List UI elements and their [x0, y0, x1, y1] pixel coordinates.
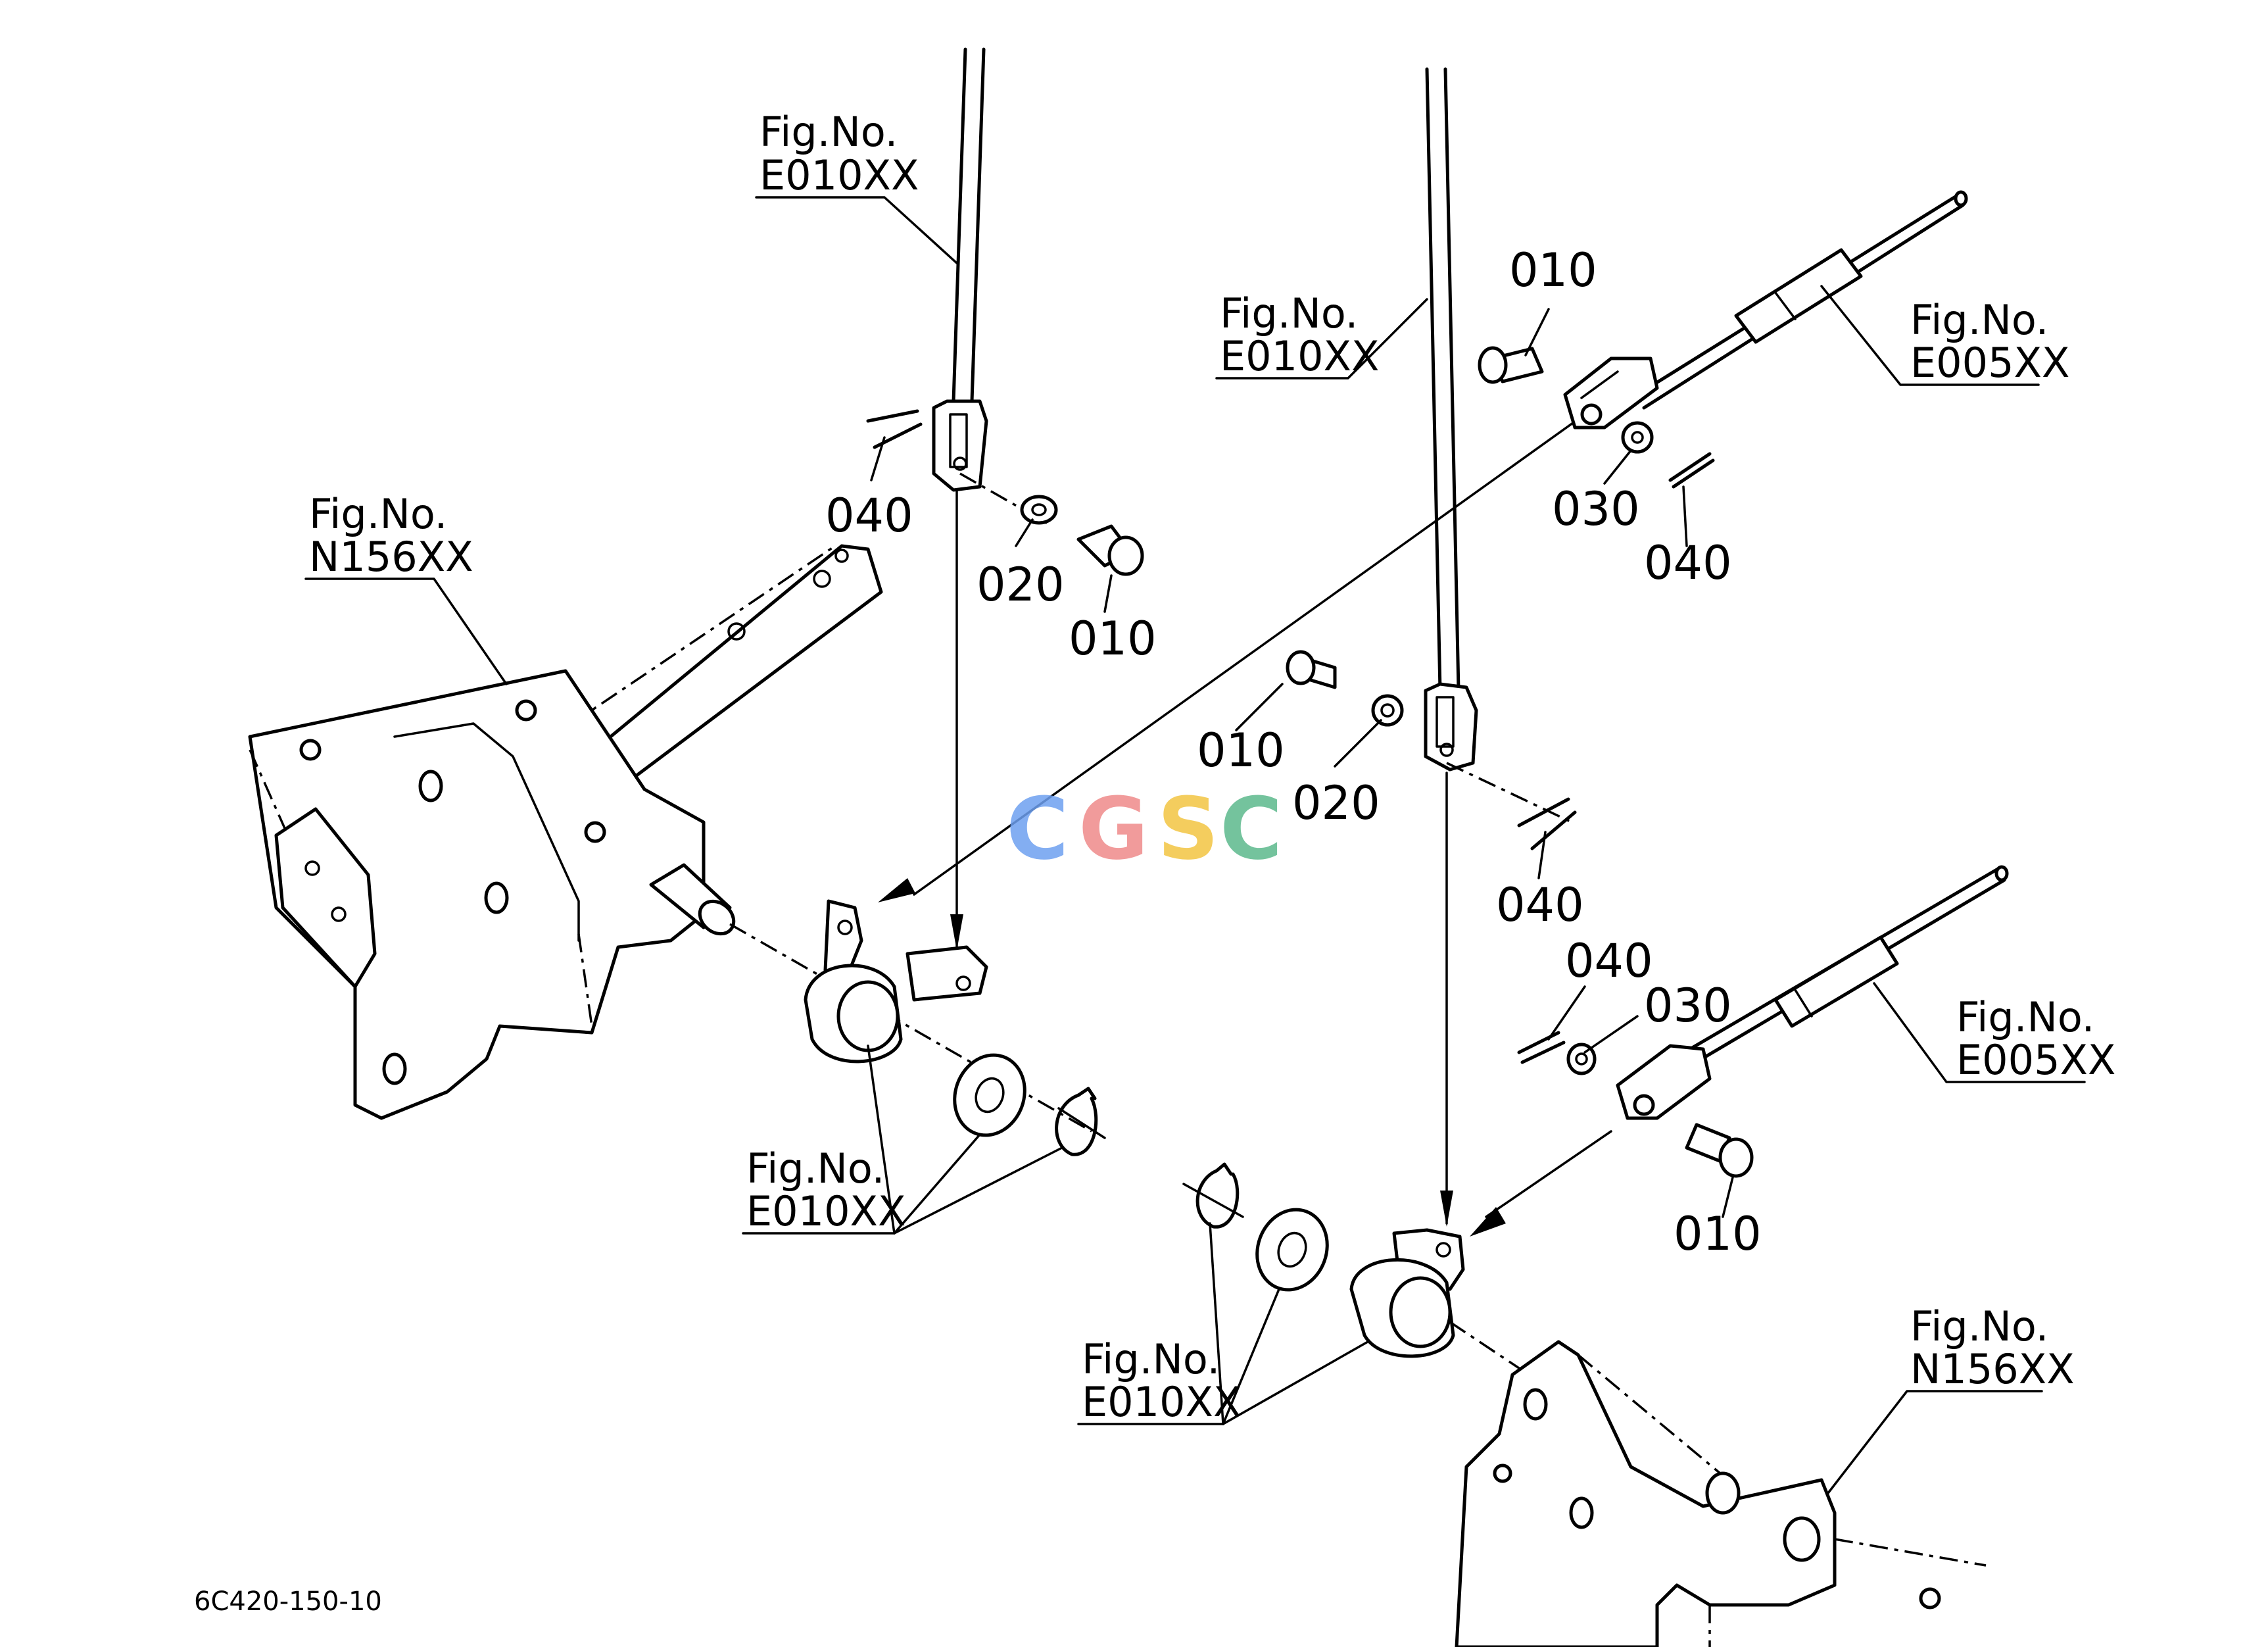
part-number-020: 020: [1292, 776, 1380, 830]
callout-top-left-rod: Fig.No. E010XX: [760, 108, 919, 199]
watermark-letter-s: S: [1157, 779, 1219, 879]
part-number-010: 010: [1197, 724, 1285, 777]
watermark-logo: C G S C: [1006, 779, 1282, 879]
part-numbers: 040 020 010 010 030 040 010 020 040 040 …: [825, 243, 1762, 1261]
part-number-030: 030: [1552, 482, 1640, 536]
part-number-010: 010: [1069, 612, 1157, 666]
fig-number: E005XX: [1910, 339, 2069, 387]
part-number-030: 030: [1644, 979, 1732, 1033]
upper-cable-assembly: [1478, 190, 1968, 489]
fig-prefix: Fig.No.: [309, 490, 447, 538]
callout-right-lever: Fig.No. E010XX: [1082, 1335, 1241, 1426]
callout-right-bracket: Fig.No. N156XX: [1910, 1302, 2075, 1393]
watermark-letter-c2: C: [1220, 779, 1282, 879]
callout-top-right-rod: Fig.No. E010XX: [1220, 289, 1379, 380]
part-number-010: 010: [1509, 243, 1597, 297]
right-lever-assembly: [1182, 1162, 1579, 1409]
fig-prefix: Fig.No.: [1910, 1302, 2048, 1350]
part-number-040: 040: [1565, 934, 1653, 988]
fig-number: E010XX: [1082, 1378, 1241, 1426]
fig-number: E010XX: [760, 151, 919, 199]
fig-prefix: Fig.No.: [746, 1144, 884, 1192]
fig-prefix: Fig.No.: [760, 108, 898, 156]
fig-prefix: Fig.No.: [1910, 296, 2048, 344]
right-bracket: [1455, 1340, 1987, 1647]
callout-left-lever: Fig.No. E010XX: [746, 1144, 905, 1235]
callout-leaders: [304, 196, 2086, 1494]
part-number-040: 040: [1644, 536, 1732, 590]
callout-upper-cable: Fig.No. E005XX: [1910, 296, 2069, 387]
left-lever-assembly: [804, 380, 1632, 1156]
part-number-020: 020: [977, 558, 1065, 612]
part-number-040: 040: [825, 489, 913, 543]
watermark-letter-c: C: [1006, 779, 1069, 879]
watermark-letter-g: G: [1078, 779, 1149, 879]
fig-prefix: Fig.No.: [1220, 289, 1358, 337]
fig-number: N156XX: [309, 533, 473, 581]
left-rod: [866, 47, 1144, 950]
diagram-code: 6C420-150-10: [194, 1586, 382, 1617]
callout-lower-cable: Fig.No. E005XX: [1956, 993, 2115, 1084]
left-bracket: [248, 544, 1092, 1133]
fig-prefix: Fig.No.: [1956, 993, 2094, 1041]
callout-left-bracket: Fig.No. N156XX: [309, 490, 473, 581]
lower-cable-assembly: [1470, 865, 2009, 1237]
part-number-040: 040: [1496, 878, 1584, 932]
fig-number: N156XX: [1910, 1345, 2075, 1393]
right-rod: [1286, 67, 1577, 1227]
part-number-010: 010: [1674, 1207, 1762, 1261]
fig-number: E010XX: [746, 1187, 905, 1235]
fig-number: E005XX: [1956, 1036, 2115, 1084]
fig-prefix: Fig.No.: [1082, 1335, 1220, 1383]
fig-number: E010XX: [1220, 332, 1379, 380]
